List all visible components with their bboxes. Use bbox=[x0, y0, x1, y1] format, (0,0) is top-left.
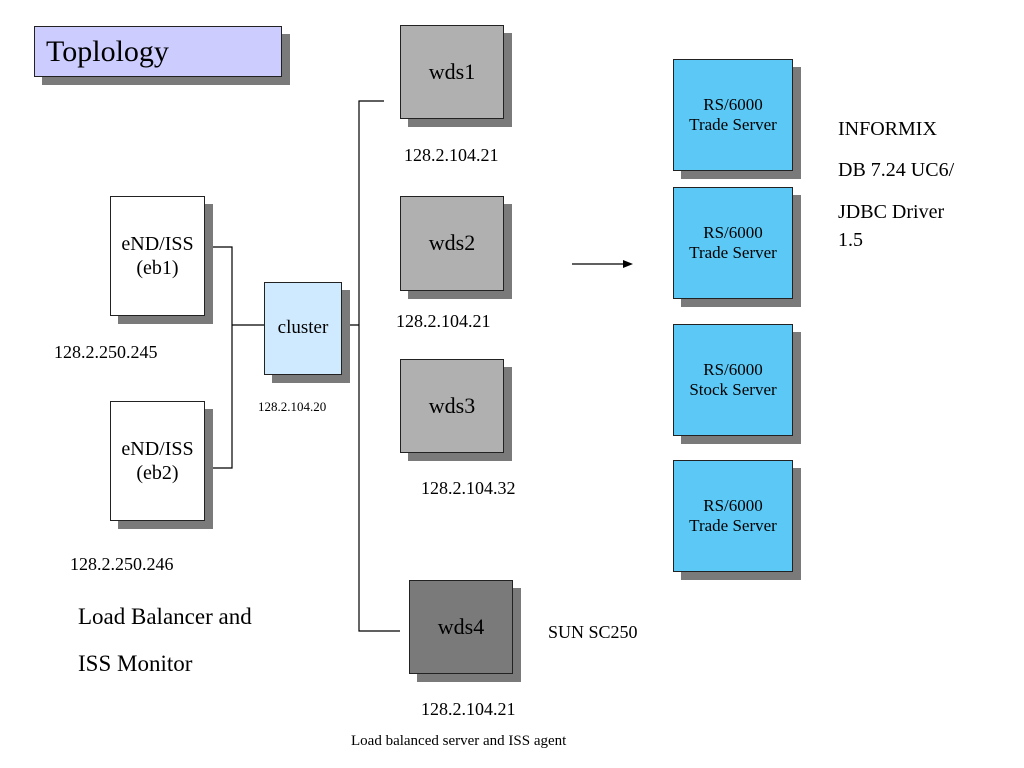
rs6000-trade-server-3[interactable]: RS/6000 Trade Server bbox=[673, 460, 793, 572]
rs3-line1: RS/6000 bbox=[703, 359, 763, 379]
eb1-ip: 128.2.250.245 bbox=[54, 342, 158, 362]
end-iss-eb1-node[interactable]: eND/ISS (eb1) bbox=[110, 196, 205, 316]
eb1-label-line2: (eb1) bbox=[136, 257, 179, 279]
db-info-line2: DB 7.24 UC6/ bbox=[838, 159, 955, 181]
left-caption-line1: Load Balancer and bbox=[78, 604, 252, 629]
db-info-line1: INFORMIX bbox=[838, 118, 937, 140]
rs3-line2: Stock Server bbox=[689, 380, 777, 399]
eb1-label-line1: eND/ISS bbox=[121, 233, 194, 255]
cluster-node[interactable]: cluster bbox=[264, 282, 342, 375]
eb2-label-line1: eND/ISS bbox=[121, 438, 194, 460]
rs1-line1: RS/6000 bbox=[703, 94, 763, 114]
db-info-line3: JDBC Driver bbox=[838, 201, 945, 223]
rs6000-stock-server[interactable]: RS/6000 Stock Server bbox=[673, 324, 793, 436]
end-iss-eb2-node[interactable]: eND/ISS (eb2) bbox=[110, 401, 205, 521]
wds2-ip: 128.2.104.21 bbox=[396, 311, 491, 331]
eb2-ip: 128.2.250.246 bbox=[70, 554, 174, 574]
rs1-line2: Trade Server bbox=[689, 115, 777, 134]
db-info-line4: 1.5 bbox=[838, 229, 863, 251]
eb1-connector bbox=[205, 246, 233, 469]
rs4-line1: RS/6000 bbox=[703, 495, 763, 515]
wds1-ip: 128.2.104.21 bbox=[404, 145, 499, 165]
wds4-node[interactable]: wds4 bbox=[409, 580, 513, 674]
page-title: Toplology bbox=[34, 26, 282, 77]
wds1-node[interactable]: wds1 bbox=[400, 25, 504, 119]
rs6000-trade-server-1[interactable]: RS/6000 Trade Server bbox=[673, 59, 793, 171]
wds-backbone bbox=[358, 100, 400, 632]
wds4-ip: 128.2.104.21 bbox=[421, 699, 516, 719]
flow-arrow bbox=[572, 260, 633, 268]
left-caption-line2: ISS Monitor bbox=[78, 651, 193, 676]
rs2-line2: Trade Server bbox=[689, 243, 777, 262]
rs6000-trade-server-2[interactable]: RS/6000 Trade Server bbox=[673, 187, 793, 299]
cluster-ip: 128.2.104.20 bbox=[258, 399, 327, 414]
rs2-line1: RS/6000 bbox=[703, 222, 763, 242]
wds3-ip: 128.2.104.32 bbox=[421, 478, 516, 498]
wds2-node[interactable]: wds2 bbox=[400, 196, 504, 291]
wds3-node[interactable]: wds3 bbox=[400, 359, 504, 453]
wds4-note: SUN SC250 bbox=[548, 622, 638, 642]
rs4-line2: Trade Server bbox=[689, 516, 777, 535]
bottom-caption: Load balanced server and ISS agent bbox=[351, 733, 567, 749]
eb2-label-line2: (eb2) bbox=[136, 462, 179, 484]
